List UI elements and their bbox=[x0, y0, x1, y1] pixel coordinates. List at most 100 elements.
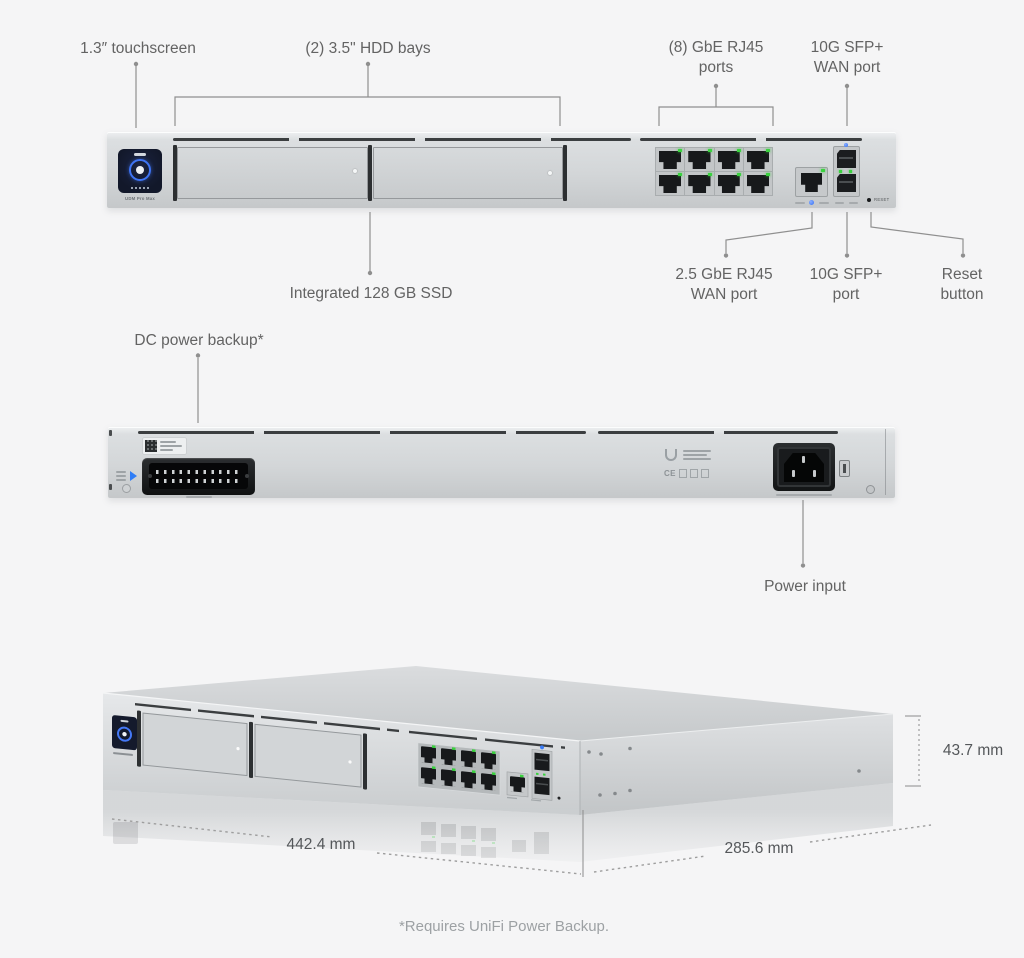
dimension-width: 442.4 mm bbox=[286, 836, 356, 853]
led-indicator bbox=[821, 169, 825, 172]
vent-slots bbox=[173, 138, 631, 141]
reset-button bbox=[867, 198, 871, 202]
connector-screw bbox=[148, 474, 152, 478]
label-text-line bbox=[683, 454, 707, 456]
sfp-cage bbox=[837, 174, 856, 192]
callout-ssd: Integrated 128 GB SSD bbox=[289, 285, 453, 302]
label-text-line bbox=[683, 458, 711, 460]
qr-code-icon bbox=[145, 440, 157, 452]
bay-rail bbox=[563, 145, 567, 201]
label-text-line bbox=[683, 450, 711, 452]
regulatory-marks: CE bbox=[664, 469, 709, 478]
inlet-pin bbox=[792, 470, 795, 477]
label-text-line bbox=[116, 479, 126, 481]
led-indicator bbox=[766, 173, 770, 176]
speaker-slot bbox=[134, 153, 146, 156]
led-indicator bbox=[736, 149, 741, 152]
callout-hdd-bays: (2) 3.5" HDD bays bbox=[305, 40, 431, 57]
screen-dots bbox=[131, 187, 149, 189]
inlet-micro-label bbox=[776, 494, 832, 496]
led-indicator bbox=[707, 173, 712, 176]
rj45-wan-port bbox=[795, 167, 828, 197]
connector-pins bbox=[156, 470, 241, 474]
port-micro-label bbox=[835, 201, 844, 204]
callout-dc-backup: DC power backup* bbox=[134, 332, 264, 349]
rj45-jack bbox=[746, 151, 769, 169]
device-info-label bbox=[143, 438, 186, 454]
side-rivets bbox=[587, 746, 861, 797]
vent-slots bbox=[640, 138, 862, 141]
dc-backup-connector bbox=[142, 458, 255, 495]
connector-screw bbox=[245, 474, 249, 478]
callout-rj45-wan: 2.5 GbE RJ45 WAN port bbox=[675, 266, 773, 304]
ce-mark: CE bbox=[664, 469, 676, 478]
chassis-mark bbox=[109, 430, 112, 436]
vent-slots bbox=[598, 431, 838, 434]
callout-touchscreen: 1.3″ touchscreen bbox=[80, 40, 196, 57]
rj45-port bbox=[743, 172, 772, 195]
rj45-jack bbox=[688, 175, 711, 193]
rj45-jack bbox=[688, 151, 711, 169]
iso-front-face bbox=[112, 703, 565, 802]
chassis-mark bbox=[109, 484, 112, 490]
dimension-dashed-lines bbox=[111, 818, 932, 875]
inlet-pin bbox=[813, 470, 816, 477]
vent-slots bbox=[138, 431, 586, 434]
rj45-port bbox=[656, 148, 685, 171]
led-indicator bbox=[678, 149, 683, 152]
sfp-cage bbox=[837, 150, 856, 168]
isometric-view bbox=[60, 666, 980, 958]
cert-icon bbox=[700, 469, 709, 478]
rj45-jack bbox=[746, 175, 769, 193]
rj45-port bbox=[685, 148, 714, 171]
back-panel-view: CE bbox=[108, 427, 895, 498]
gbe-port-block bbox=[655, 147, 773, 196]
callout-reset: Reset button bbox=[940, 266, 984, 304]
wan-icon bbox=[844, 143, 848, 147]
callout-power-input: Power input bbox=[764, 578, 846, 595]
label-text-line bbox=[160, 449, 173, 451]
rj45-port bbox=[714, 172, 743, 195]
sfp-port-block bbox=[833, 143, 860, 197]
connector-pins bbox=[156, 479, 241, 483]
wan-icon bbox=[809, 200, 814, 205]
rj45-jack bbox=[717, 175, 740, 193]
rj45-jack bbox=[659, 151, 682, 169]
port-micro-label bbox=[819, 201, 829, 204]
port-micro-label bbox=[795, 201, 805, 204]
chassis-seam bbox=[885, 429, 886, 495]
label-text-line bbox=[116, 471, 126, 473]
hdd-bay-2 bbox=[373, 147, 563, 199]
ubiquiti-logo bbox=[665, 449, 677, 461]
port-micro-label bbox=[849, 201, 858, 204]
label-text-line bbox=[160, 441, 176, 443]
model-label: UDM Pro Max bbox=[125, 196, 155, 201]
bay-screw bbox=[548, 171, 552, 175]
chassis-screw bbox=[866, 485, 875, 494]
cert-icon bbox=[689, 469, 698, 478]
led-indicator bbox=[766, 149, 770, 152]
rj45-port bbox=[685, 172, 714, 195]
led-indicator bbox=[736, 173, 741, 176]
cert-icon bbox=[678, 469, 687, 478]
led-indicator bbox=[839, 170, 842, 173]
inlet-pin bbox=[802, 456, 805, 463]
cable-clip bbox=[839, 460, 850, 477]
connector-recess bbox=[149, 463, 248, 489]
connector-micro-label bbox=[186, 496, 212, 498]
front-panel-view: UDM Pro Max bbox=[107, 132, 896, 208]
dimension-depth: 285.6 mm bbox=[724, 840, 794, 857]
status-ring-icon bbox=[129, 159, 151, 181]
led-indicator bbox=[678, 173, 683, 176]
rj45-port bbox=[743, 148, 772, 171]
status-ring-core bbox=[136, 166, 144, 174]
hdd-bay-1 bbox=[177, 147, 368, 199]
callout-sfp-lan: 10G SFP+ port bbox=[809, 266, 883, 304]
callout-sfp-wan: 10G SFP+ WAN port bbox=[810, 39, 884, 77]
label-text-line bbox=[116, 475, 126, 477]
reset-label: RESET bbox=[874, 196, 890, 202]
ground-screw bbox=[122, 484, 131, 493]
led-indicator bbox=[849, 170, 852, 173]
bay-rail bbox=[368, 145, 372, 201]
rj45-port bbox=[656, 172, 685, 195]
